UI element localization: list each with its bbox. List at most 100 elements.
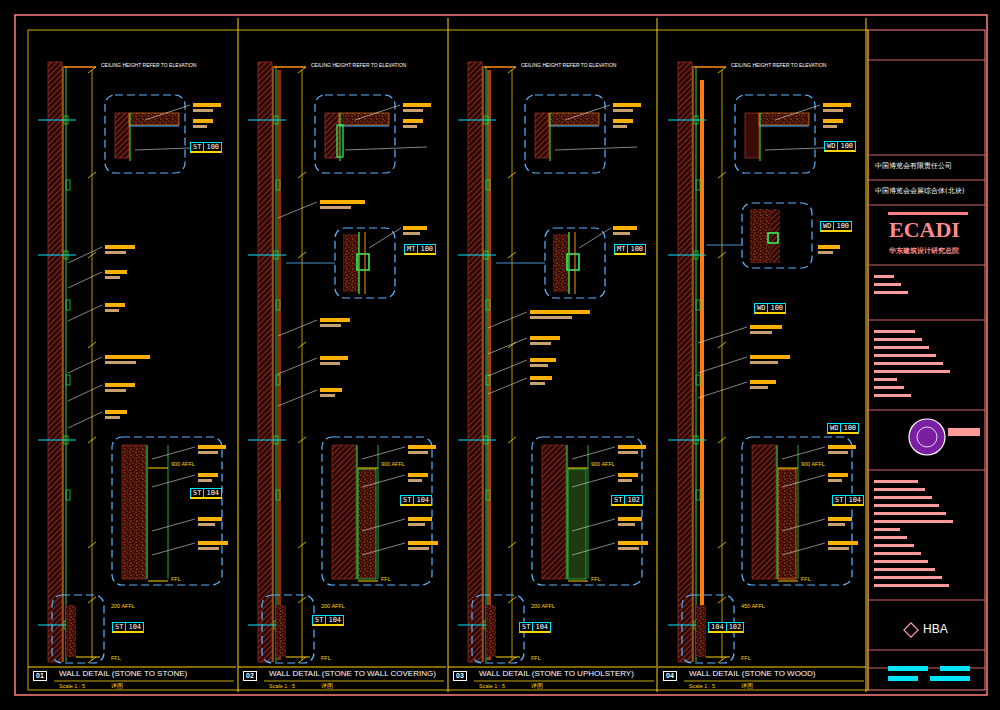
dimension-tick: [298, 437, 306, 443]
fixing-plate: [484, 116, 488, 124]
fixing-plate: [484, 251, 488, 259]
seal-text-bar: [948, 428, 980, 436]
fixing: [668, 119, 706, 120]
detail-scale: Scale 1 : 5: [478, 683, 506, 689]
callout-text-block: [403, 119, 423, 123]
detail-bubble: [742, 203, 812, 268]
callout-text-block: [613, 103, 641, 107]
callout-text-block: [320, 362, 340, 365]
fixing: [458, 254, 496, 255]
title-rule: [658, 667, 866, 668]
seal-logo: [909, 419, 945, 455]
leader-line: [698, 357, 747, 373]
level-dimension: 200 AFFL: [320, 603, 346, 609]
fixing: [38, 119, 76, 120]
finish-line: [588, 445, 589, 579]
finish-line: [549, 126, 599, 127]
material-number: 100: [418, 245, 435, 253]
fixing: [458, 439, 496, 440]
detail-bubble: [262, 595, 314, 663]
callout-text-block: [408, 451, 428, 454]
callout-text-block: [828, 523, 845, 526]
callout-text-block: [823, 109, 843, 112]
callout-text-block: [613, 125, 627, 128]
clip: [276, 490, 280, 500]
material-code: ST: [191, 143, 204, 151]
clip: [66, 490, 70, 500]
title-block-rule: [868, 470, 985, 471]
callout-text-block: [198, 479, 212, 482]
wall-finish: [66, 66, 67, 662]
dimension-tick: [508, 437, 516, 443]
callout-text-block: [198, 517, 222, 521]
leader-line: [152, 475, 195, 487]
fixing-plate: [64, 436, 68, 444]
callout-text-block: [403, 125, 417, 128]
title-block-text-bar: [874, 346, 929, 349]
dimension-tick: [718, 252, 726, 258]
detail-subtitle: 详图: [530, 683, 544, 689]
dimension-tick: [718, 172, 726, 178]
material-tag: WD100: [820, 221, 852, 232]
dimension-tick: [88, 342, 96, 348]
detail-number: 02: [243, 671, 257, 681]
title-block-text-bar: [874, 560, 928, 563]
ecadi-logo: ECADI: [888, 218, 961, 242]
bubble-pointer: [286, 263, 335, 264]
dimension-tick: [298, 172, 306, 178]
title-block-rule: [868, 265, 985, 266]
level-dimension: 450 AFFL: [740, 603, 766, 609]
dimension-tick: [508, 597, 516, 603]
title-block-text-bar: [874, 576, 942, 579]
callout-text-block: [105, 270, 127, 274]
material-number: 104: [326, 616, 343, 624]
detail-bubble: [735, 95, 815, 173]
leader-line: [152, 519, 195, 531]
level-line: [76, 657, 100, 658]
callout-text-block: [530, 364, 548, 367]
fixing: [668, 439, 706, 440]
material-number: 104: [414, 496, 431, 504]
dimension-tick: [298, 657, 306, 663]
dimension-tick: [88, 597, 96, 603]
callout-text-block: [193, 103, 221, 107]
leader-line: [698, 327, 747, 343]
leader-line: [362, 447, 405, 459]
project-name: 中国博览会会展综合体(北块): [874, 188, 965, 196]
leader-line: [782, 475, 825, 487]
level-dimension: 200 AFFL: [110, 603, 136, 609]
detail-number: 03: [453, 671, 467, 681]
clip: [66, 375, 70, 385]
callout-text-block: [823, 119, 843, 123]
ceiling-line: [274, 66, 306, 68]
callout-text-block: [403, 109, 423, 112]
level-line: [148, 468, 168, 469]
title-block-text-bar: [874, 520, 953, 523]
level-dimension: FFL: [800, 576, 812, 582]
metal-joint: [768, 233, 778, 243]
callout-text-block: [320, 324, 341, 327]
finish-line: [339, 113, 340, 161]
level-line: [568, 581, 588, 582]
callout-text-block: [105, 389, 126, 392]
detail-bubble: [322, 437, 432, 585]
level-line: [286, 657, 310, 658]
ceiling-line: [694, 66, 726, 68]
material-tag: ST104: [312, 615, 344, 626]
leader-line: [488, 338, 527, 354]
leader-line: [555, 147, 637, 150]
dimension-tick: [298, 597, 306, 603]
material-tag: ST104: [190, 488, 222, 499]
title-block-rule: [868, 320, 985, 321]
clip: [696, 375, 700, 385]
callout-text-block: [408, 517, 432, 521]
callout-text-block: [750, 361, 778, 364]
hba-logo-text: HBA: [922, 623, 949, 636]
material-number: 104: [533, 623, 550, 631]
callout-text-block: [408, 523, 425, 526]
leader-line: [572, 519, 615, 531]
material-number: 100: [841, 424, 858, 432]
clip: [486, 375, 490, 385]
callout-text-block: [408, 541, 438, 545]
